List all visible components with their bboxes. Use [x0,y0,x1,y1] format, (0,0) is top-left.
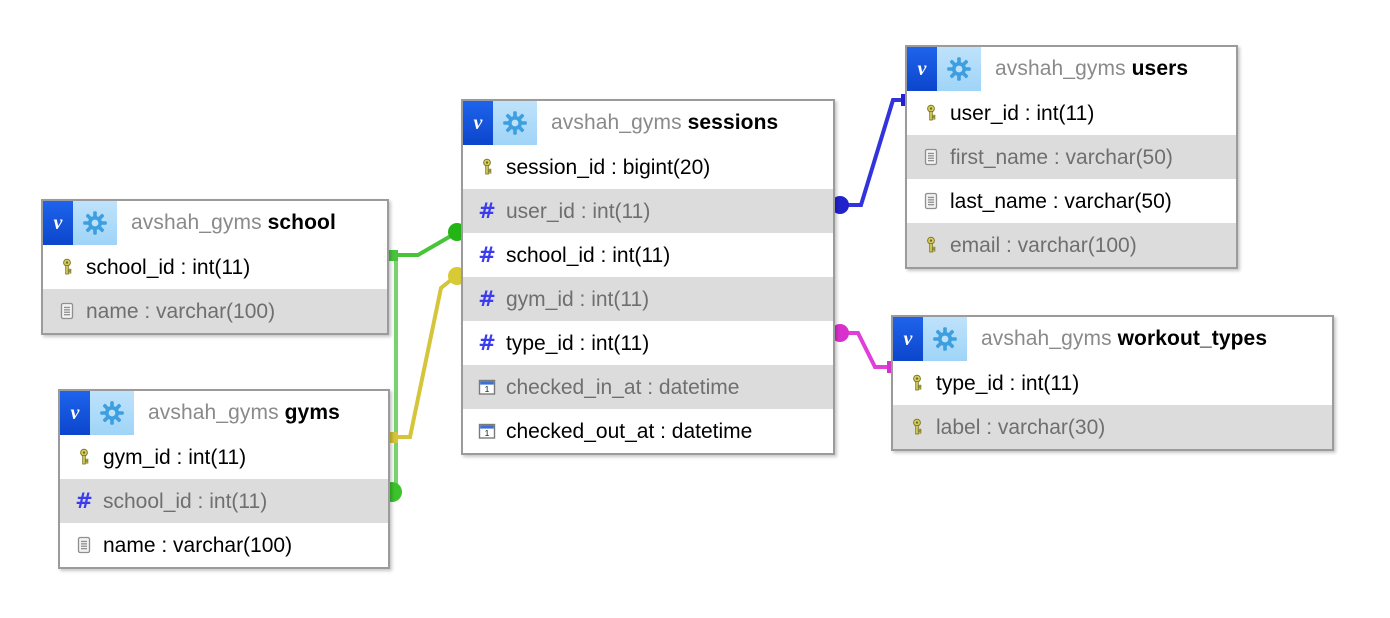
hash-icon: # [478,242,496,267]
key-icon [903,372,931,394]
document-icon [917,190,945,212]
column-label: type_id : int(11) [936,371,1080,395]
document-icon [70,534,98,556]
key-icon [917,102,945,124]
table-header-sessions[interactable]: v avshah_gyms sessions [463,101,833,145]
column-row[interactable]: session_id : bigint(20) [463,145,833,189]
schema-name: avshah_gyms [995,57,1126,80]
column-label: session_id : bigint(20) [506,155,711,179]
column-label: name : varchar(100) [103,533,293,557]
column-label: school_id : int(11) [86,255,251,279]
date-icon: 1 [473,420,501,442]
table-users[interactable]: v avshah_gyms users user_id : int(11) first… [905,45,1238,269]
column-row[interactable]: last_name : varchar(50) [907,179,1236,223]
column-row[interactable]: # user_id : int(11) [463,189,833,233]
key-icon [53,256,81,278]
schema-name: avshah_gyms [981,327,1112,350]
column-row[interactable]: # school_id : int(11) [463,233,833,277]
relationship-sessions-workouttypes [831,324,897,373]
table-title-workout_types: avshah_gyms workout_types [967,327,1281,351]
column-row[interactable]: 1 checked_out_at : datetime [463,409,833,453]
svg-text:1: 1 [485,384,490,394]
column-label: type_id : int(11) [506,331,650,355]
view-badge-icon: v [893,317,923,361]
column-label: school_id : int(11) [506,243,671,267]
column-label: label : varchar(30) [936,415,1106,439]
svg-text:1: 1 [485,428,490,438]
column-label: user_id : int(11) [506,199,651,223]
column-label: checked_in_at : datetime [506,375,740,399]
column-label: gym_id : int(11) [103,445,247,469]
hash-icon: # [478,330,496,355]
column-label: school_id : int(11) [103,489,268,513]
schema-name: avshah_gyms [148,401,279,424]
table-workout_types[interactable]: v avshah_gyms workout_types type_id : int(… [891,315,1334,451]
view-badge-icon: v [43,201,73,245]
date-icon: 1 [473,376,501,398]
column-label: gym_id : int(11) [506,287,650,311]
column-row[interactable]: name : varchar(100) [43,289,387,333]
gear-icon[interactable] [493,101,537,145]
table-title-gyms: avshah_gyms gyms [134,401,354,425]
column-row[interactable]: # type_id : int(11) [463,321,833,365]
document-icon [917,146,945,168]
column-label: name : varchar(100) [86,299,276,323]
table-title-sessions: avshah_gyms sessions [537,111,792,135]
column-row[interactable]: # gym_id : int(11) [463,277,833,321]
relationship-sessions-gyms [387,267,466,443]
table-name: workout_types [1117,327,1268,350]
key-icon [917,234,945,256]
schema-name: avshah_gyms [131,211,262,234]
table-name: users [1131,57,1189,80]
view-badge-icon: v [907,47,937,91]
hash-icon: # [75,488,93,513]
column-row[interactable]: first_name : varchar(50) [907,135,1236,179]
table-header-school[interactable]: v avshah_gyms school [43,201,387,245]
column-row[interactable]: user_id : int(11) [907,91,1236,135]
column-label: user_id : int(11) [950,101,1095,125]
schema-name: avshah_gyms [551,111,682,134]
table-title-school: avshah_gyms school [117,211,350,235]
column-label: first_name : varchar(50) [950,145,1173,169]
column-row[interactable]: label : varchar(30) [893,405,1332,449]
column-label: email : varchar(100) [950,233,1137,257]
hash-icon: # [478,286,496,311]
table-header-users[interactable]: v avshah_gyms users [907,47,1236,91]
table-header-gyms[interactable]: v avshah_gyms gyms [60,391,388,435]
hash-icon: # [478,198,496,223]
gear-icon[interactable] [937,47,981,91]
table-school[interactable]: v avshah_gyms school school_id : int(11) na… [41,199,389,335]
column-row[interactable]: school_id : int(11) [43,245,387,289]
gear-icon[interactable] [73,201,117,245]
document-icon [53,300,81,322]
table-name: gyms [284,401,340,424]
key-icon [70,446,98,468]
table-title-users: avshah_gyms users [981,57,1202,81]
relationship-sessions-users [831,94,911,214]
column-row[interactable]: name : varchar(100) [60,523,388,567]
table-header-workout_types[interactable]: v avshah_gyms workout_types [893,317,1332,361]
gear-icon[interactable] [90,391,134,435]
gear-icon[interactable] [923,317,967,361]
view-badge-icon: v [60,391,90,435]
column-row[interactable]: # school_id : int(11) [60,479,388,523]
table-name: school [267,211,336,234]
key-icon [903,416,931,438]
column-row[interactable]: email : varchar(100) [907,223,1236,267]
table-name: sessions [687,111,779,134]
column-row[interactable]: type_id : int(11) [893,361,1332,405]
table-gyms[interactable]: v avshah_gyms gyms gym_id : int(11) # school… [58,389,390,569]
table-sessions[interactable]: v avshah_gyms sessions session_id : bigint… [461,99,835,455]
column-label: last_name : varchar(50) [950,189,1172,213]
column-label: checked_out_at : datetime [506,419,753,443]
view-badge-icon: v [463,101,493,145]
column-row[interactable]: gym_id : int(11) [60,435,388,479]
relationship-sessions-school [387,223,466,261]
key-icon [473,156,501,178]
column-row[interactable]: 1 checked_in_at : datetime [463,365,833,409]
